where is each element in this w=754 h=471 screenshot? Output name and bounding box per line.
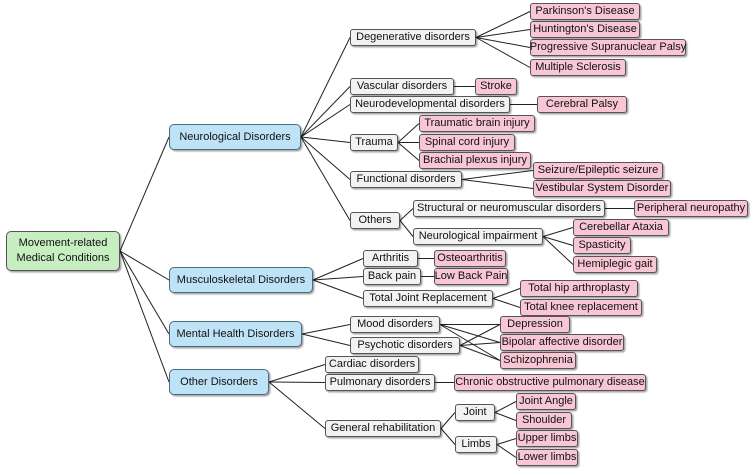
leaf-schizophrenia: Schizophrenia <box>500 352 576 369</box>
leaf-hemiplegic-gait: Hemiplegic gait <box>573 256 657 273</box>
leaf-upper-limbs: Upper limbs <box>516 430 578 447</box>
edge-neuro-to-neurodevelopmental <box>300 104 351 138</box>
leaf-peripheral-neuropathy: Peripheral neuropathy <box>634 200 748 217</box>
leaf-osteoarthritis: Osteoarthritis <box>434 250 506 267</box>
edge-limbs-to-upper_limbs <box>496 438 517 445</box>
edge-musculo-to-back_pain <box>312 276 364 281</box>
leaf-brachial-plexus-injury: Brachial plexus injury <box>419 152 531 169</box>
sub-degenerative-disorders: Degenerative disorders <box>350 29 476 46</box>
edge-musculo-to-arthritis <box>312 258 364 281</box>
edge-neuro-to-degenerative <box>300 37 351 138</box>
leaf-stroke: Stroke <box>475 78 517 95</box>
edge-musculo-to-tjr <box>312 279 364 299</box>
edge-trauma-to-brachial <box>397 142 420 161</box>
sub-vascular-disorders: Vascular disorders <box>350 78 454 95</box>
edge-other-to-pulmonary <box>268 381 326 383</box>
edge-neuro_impairment-to-cerebellar <box>542 227 574 237</box>
edge-neuro-to-others <box>300 136 351 221</box>
edge-neuro_impairment-to-hemiplegic <box>542 236 574 265</box>
edge-root-to-other <box>119 250 170 383</box>
edge-trauma-to-tbi <box>397 123 420 143</box>
leaf-shoulder: Shoulder <box>516 412 572 429</box>
edge-others-to-structural <box>399 208 414 221</box>
sub-joint: Joint <box>455 404 495 421</box>
edge-mental-to-mood <box>301 324 351 335</box>
edge-joint-to-joint_angle <box>494 401 517 413</box>
edge-limbs-to-lower_limbs <box>496 444 517 458</box>
leaf-seizure-epileptic-seizure: Seizure/Epileptic seizure <box>533 162 663 179</box>
edge-neuro-to-functional <box>300 136 351 180</box>
sub-mood-disorders: Mood disorders <box>350 316 440 333</box>
category-musculoskeletal-disorders: Musculoskeletal Disorders <box>169 267 313 293</box>
sub-structural-neuromuscular-disorders: Structural or neuromuscular disorders <box>413 200 605 217</box>
edge-neuro-to-trauma <box>300 136 351 143</box>
edge-degenerative-to-parkinsons <box>475 11 531 38</box>
edge-mental-to-psychotic <box>301 333 351 346</box>
leaf-total-hip-arthroplasty: Total hip arthroplasty <box>520 280 638 297</box>
edge-psychotic-to-depression <box>459 324 501 346</box>
sub-functional-disorders: Functional disorders <box>350 171 462 188</box>
edge-mood-to-schizophrenia <box>439 324 501 361</box>
leaf-low-back-pain: Low Back Pain <box>434 268 508 285</box>
root-node: Movement-related Medical Conditions <box>6 231 120 271</box>
sub-arthritis: Arthritis <box>363 250 418 267</box>
sub-others: Others <box>350 212 400 229</box>
edge-general_rehab-to-limbs <box>440 428 456 445</box>
edge-degenerative-to-ms <box>475 37 531 68</box>
edge-tjr-to-knee <box>492 298 521 308</box>
sub-neurological-impairment: Neurological impairment <box>413 228 543 245</box>
sub-cardiac-disorders: Cardiac disorders <box>325 356 419 373</box>
edge-general_rehab-to-joint <box>440 412 456 429</box>
leaf-parkinsons-disease: Parkinson's Disease <box>530 3 640 20</box>
leaf-huntingtons-disease: Huntington's Disease <box>530 21 640 38</box>
edge-degenerative-to-psp <box>475 37 531 48</box>
leaf-cerebral-palsy: Cerebral Palsy <box>537 96 627 113</box>
edge-psychotic-to-bipolar <box>459 342 501 346</box>
leaf-multiple-sclerosis: Multiple Sclerosis <box>530 59 626 76</box>
edge-root-to-neuro <box>119 136 170 252</box>
edge-neuro_impairment-to-spasticity <box>542 236 574 246</box>
category-mental-health-disorders: Mental Health Disorders <box>169 321 302 347</box>
leaf-joint-angle: Joint Angle <box>516 393 576 410</box>
sub-neurodevelopmental-disorders: Neurodevelopmental disorders <box>350 96 510 113</box>
sub-general-rehabilitation: General rehabilitation <box>325 420 441 437</box>
sub-pulmonary-disorders: Pulmonary disorders <box>325 374 435 391</box>
leaf-progressive-supranuclear-palsy: Progressive Supranuclear Palsy <box>530 39 686 56</box>
leaf-cerebellar-ataxia: Cerebellar Ataxia <box>573 219 669 236</box>
edge-functional-to-seizure <box>461 170 534 180</box>
leaf-traumatic-brain-injury: Traumatic brain injury <box>419 115 535 132</box>
leaf-spasticity: Spasticity <box>573 237 631 254</box>
sub-back-pain: Back pain <box>363 268 421 285</box>
edge-mood-to-bipolar <box>439 324 501 343</box>
leaf-spinal-cord-injury: Spinal cord injury <box>419 134 515 151</box>
edge-neuro-to-vascular <box>300 86 351 138</box>
sub-limbs: Limbs <box>455 436 497 453</box>
leaf-bipolar-affective-disorder: Bipolar affective disorder <box>500 334 624 351</box>
edge-root-to-musculo <box>119 250 170 281</box>
sub-total-joint-replacement: Total Joint Replacement <box>363 290 493 307</box>
edge-root-to-mental <box>119 250 170 335</box>
edge-other-to-cardiac <box>268 364 326 383</box>
category-neurological-disorders: Neurological Disorders <box>169 124 301 150</box>
leaf-lower-limbs: Lower limbs <box>516 449 578 466</box>
category-other-disorders: Other Disorders <box>169 369 269 395</box>
leaf-total-knee-replacement: Total knee replacement <box>520 299 642 316</box>
edge-functional-to-vestibular <box>461 179 534 189</box>
edge-psychotic-to-schizophrenia <box>459 345 501 361</box>
edge-joint-to-shoulder <box>494 412 517 421</box>
leaf-vestibular-system-disorder: Vestibular System Disorder <box>533 180 671 197</box>
sub-psychotic-disorders: Psychotic disorders <box>350 337 460 354</box>
leaf-depression: Depression <box>500 316 570 333</box>
edge-others-to-neuro_impairment <box>399 220 414 237</box>
edge-other-to-general_rehab <box>268 381 326 429</box>
edge-tjr-to-hip <box>492 288 521 299</box>
sub-trauma: Trauma <box>350 134 398 151</box>
edge-degenerative-to-huntingtons <box>475 29 531 38</box>
leaf-chronic-obstructive-pulmonary-disease: Chronic obstructive pulmonary disease <box>454 374 646 391</box>
